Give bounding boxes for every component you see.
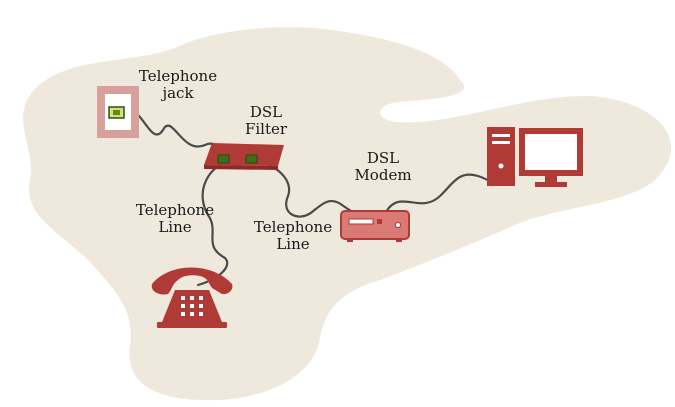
wire-filter-to-phone bbox=[196, 160, 229, 287]
label-line: Telephone bbox=[135, 201, 215, 219]
label-telephone-jack: Telephone jack bbox=[132, 68, 224, 102]
label-telephone-line-left: Telephone Line bbox=[128, 202, 222, 236]
label-dsl-filter: DSL Filter bbox=[240, 104, 292, 138]
label-line: Telephone bbox=[138, 67, 218, 85]
dsl-modem-icon bbox=[340, 210, 410, 242]
computer-icon bbox=[487, 127, 583, 187]
telephone-icon bbox=[151, 267, 233, 328]
label-dsl-modem: DSL Modem bbox=[350, 150, 416, 184]
label-line: DSL bbox=[249, 103, 283, 121]
telephone-jack-icon bbox=[97, 86, 139, 138]
wire-filter-to-modem bbox=[256, 160, 360, 218]
wire-modem-to-computer bbox=[384, 173, 492, 214]
telephone-handset bbox=[151, 267, 233, 295]
dsl-filter-icon bbox=[204, 143, 284, 170]
telephone-base bbox=[160, 290, 224, 327]
label-line: DSL bbox=[366, 149, 400, 167]
telephone-keypad bbox=[181, 296, 203, 316]
label-telephone-line-right: Telephone Line bbox=[246, 219, 340, 253]
label-line: Line bbox=[158, 218, 192, 236]
label-line: Modem bbox=[354, 166, 412, 184]
label-line: Line bbox=[276, 235, 310, 253]
label-line: Filter bbox=[244, 120, 288, 138]
label-line: jack bbox=[162, 84, 194, 102]
label-line: Telephone bbox=[253, 218, 333, 236]
